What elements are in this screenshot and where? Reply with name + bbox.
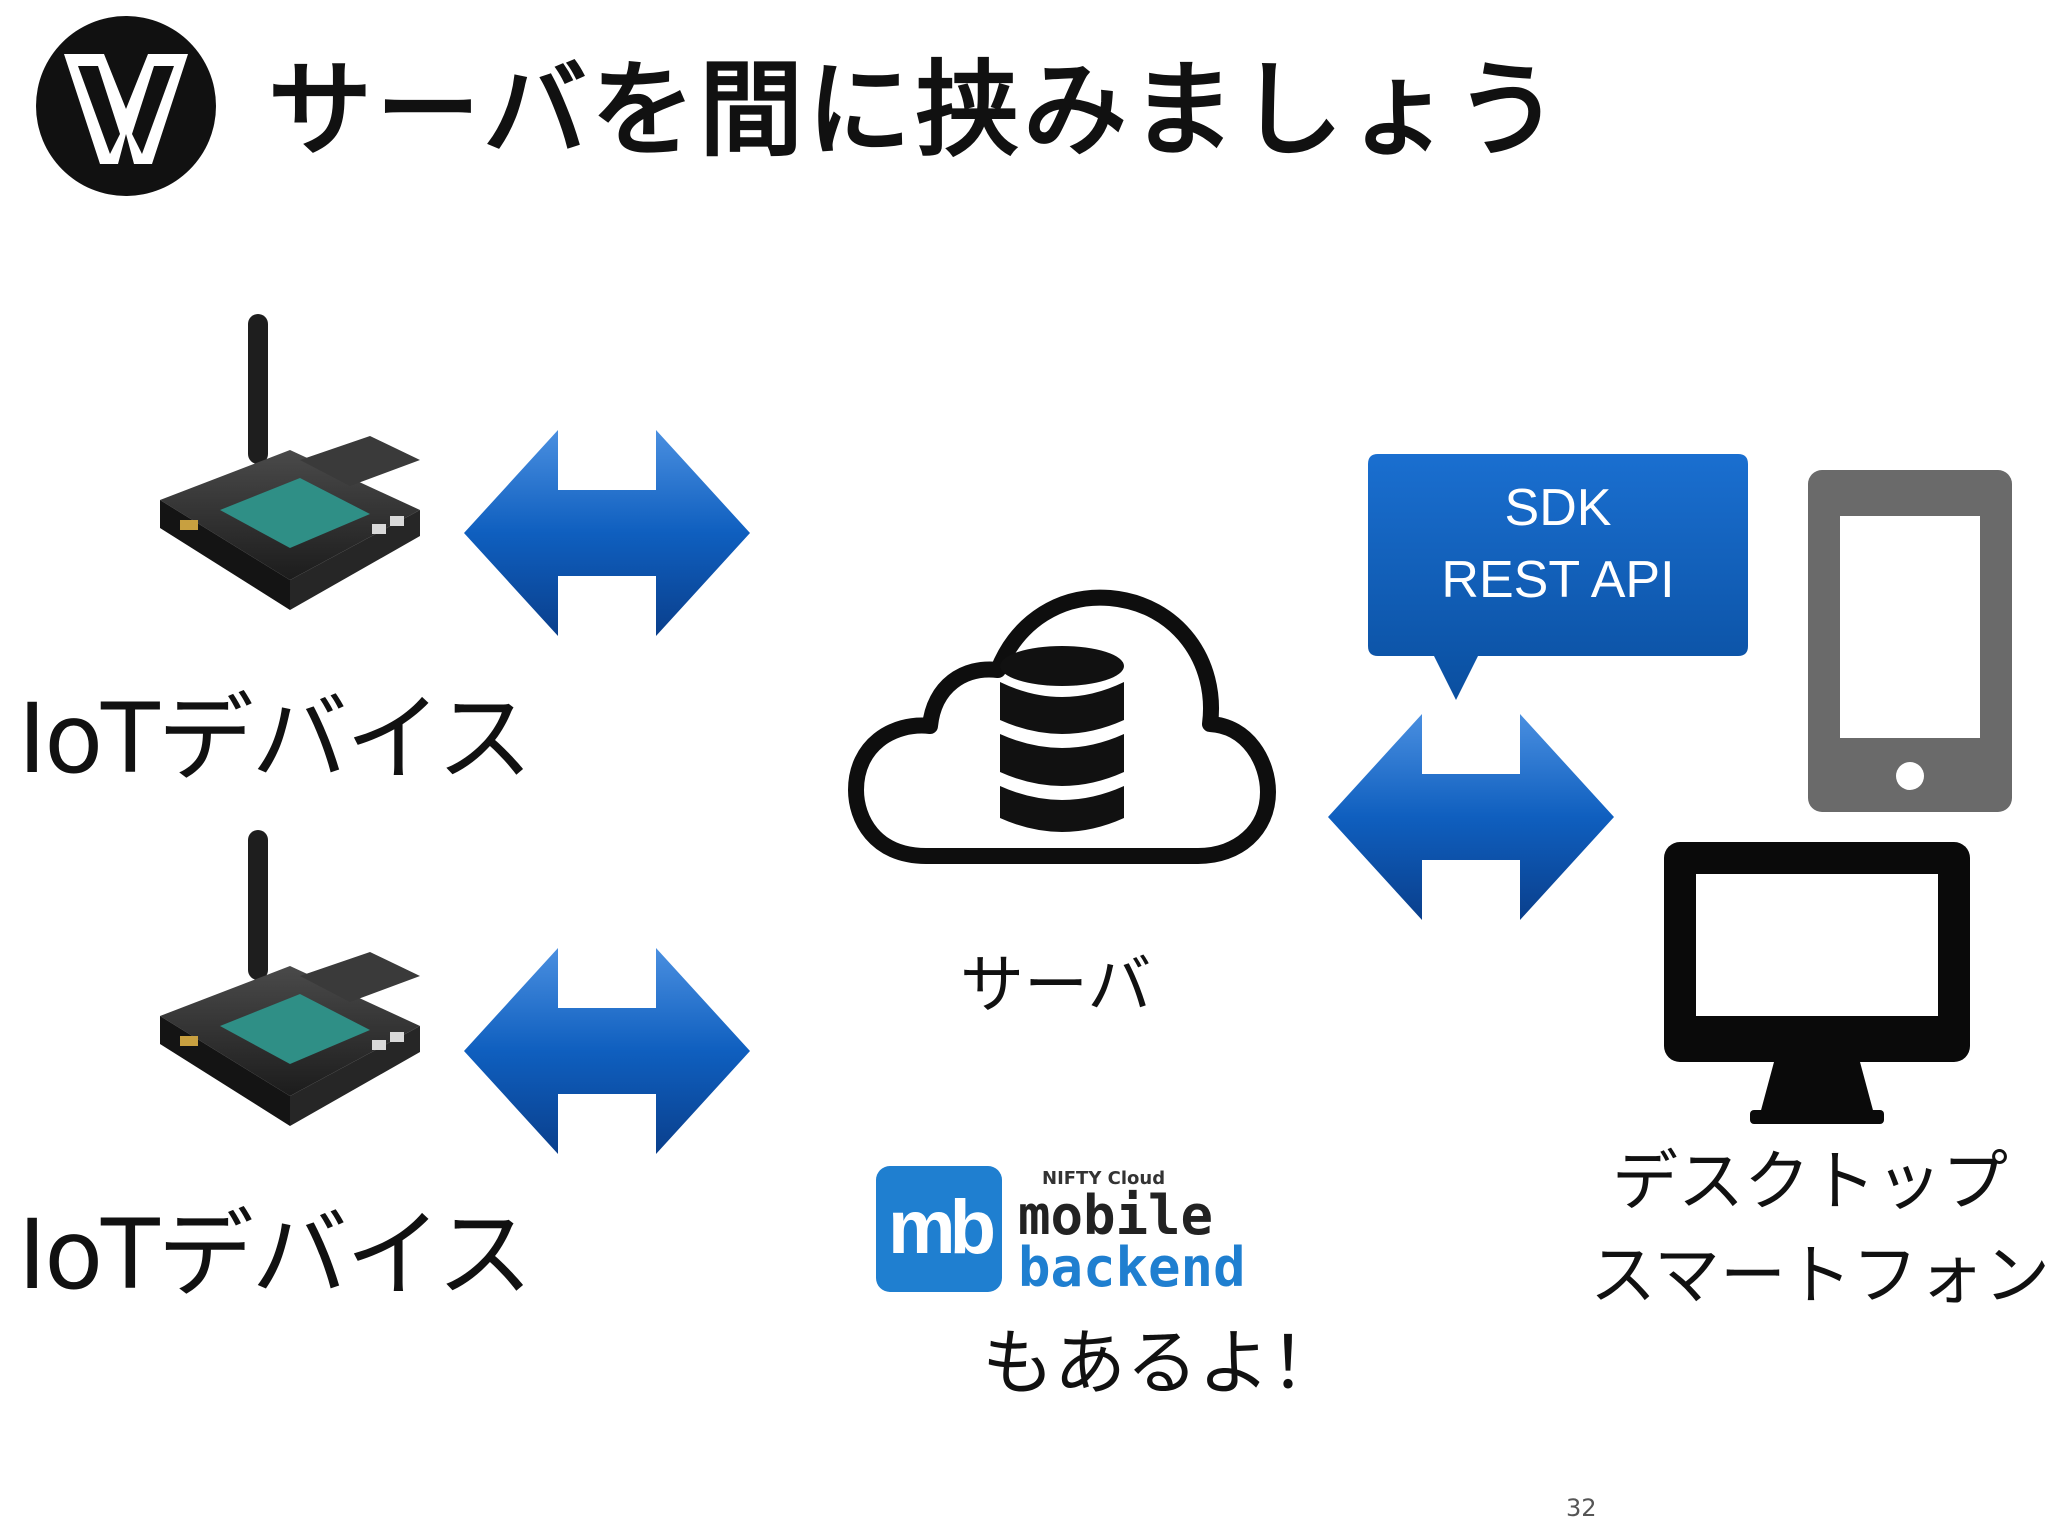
double-arrow-icon [464, 948, 750, 1154]
iot-board-icon [160, 314, 420, 610]
double-arrow-icon [464, 430, 750, 636]
mbaas-caption: もあるよ！ [982, 1321, 1343, 1405]
iot-board-bottom [140, 826, 430, 1156]
logo [34, 14, 218, 198]
iot-board-top [140, 310, 430, 640]
server-cloud [848, 586, 1276, 876]
client-label-smartphone: スマートフォン [1590, 1237, 2048, 1314]
mbaas-badge-text: mb [888, 1185, 996, 1270]
callout-bubble-icon [1368, 454, 1748, 700]
iot-device-label-bottom: IoTデバイス [18, 1199, 533, 1311]
desktop-monitor-icon [1664, 842, 1970, 1124]
server-label: サーバ [960, 949, 1152, 1023]
mbaas-logo-backend: backend [1018, 1236, 1246, 1299]
arrow-iot-bottom [464, 948, 750, 1154]
double-arrow-icon [1328, 714, 1614, 920]
slide-title: サーバを間に挟みましょう [268, 49, 1563, 171]
iot-device-label-top: IoTデバイス [18, 683, 533, 795]
arrow-iot-top [464, 430, 750, 636]
mbaas-logo-small: NIFTY Cloud [1042, 1168, 1166, 1189]
arrow-client [1328, 714, 1614, 920]
mbaas-badge-icon [876, 1166, 1002, 1292]
mbaas-logo-mobile: mobile [1018, 1184, 1214, 1247]
m-logo-icon [36, 16, 216, 196]
mbaas-logo-badge [876, 1166, 1002, 1292]
callout-line-sdk: SDK [1504, 479, 1612, 537]
cloud-database-icon [848, 589, 1276, 864]
smartphone [1808, 470, 2012, 812]
iot-board-icon [160, 830, 420, 1126]
page-number: 32 [1566, 1494, 1597, 1522]
desktop-monitor [1664, 842, 1970, 1124]
client-label-desktop: デスクトップ [1612, 1143, 2008, 1220]
callout-line-rest-api: REST API [1441, 551, 1675, 609]
sdk-callout [1368, 454, 1748, 704]
smartphone-icon [1808, 470, 2012, 812]
